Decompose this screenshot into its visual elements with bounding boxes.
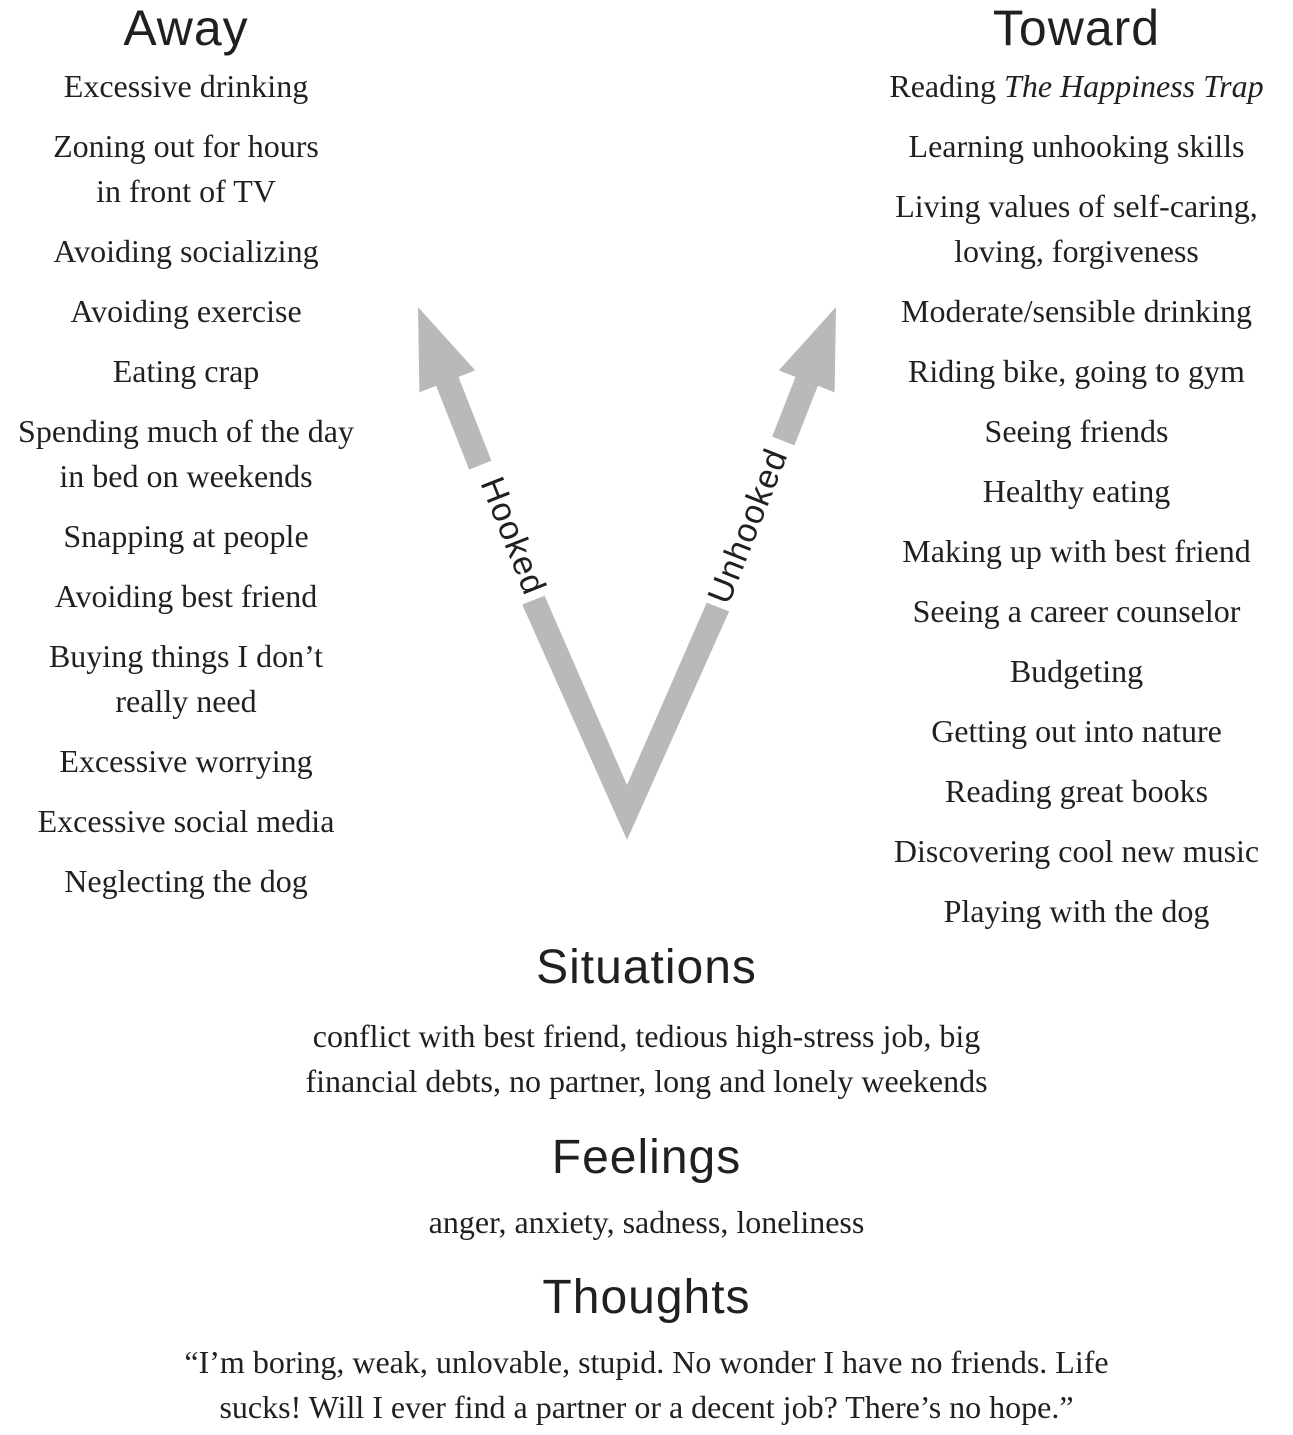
left-arrowhead-icon xyxy=(418,307,476,393)
feelings-text: anger, anxiety, sadness, loneliness xyxy=(428,1204,865,1240)
list-item: Excessive worrying xyxy=(59,743,313,779)
list-item: Riding bike, going to gym xyxy=(908,353,1245,389)
list-item: Healthy eating xyxy=(982,473,1171,509)
thoughts-text: “I’m boring, weak, unlovable, stupid. No… xyxy=(184,1344,1109,1425)
feelings-heading: Feelings xyxy=(551,1131,742,1184)
hooked-label: Hooked xyxy=(473,472,554,601)
toward-column: Toward Reading The Happiness Trap Learni… xyxy=(860,0,1293,949)
list-item: Excessive social media xyxy=(37,803,335,839)
list-item: Neglecting the dog xyxy=(64,863,308,899)
list-item: Eating crap xyxy=(112,353,260,389)
v-arrow-bottom xyxy=(522,595,730,840)
list-item: Avoiding socializing xyxy=(53,233,319,269)
away-heading: Away xyxy=(123,0,249,56)
list-item: Playing with the dog xyxy=(943,893,1210,929)
list-item: Moderate/sensible drinking xyxy=(900,293,1253,329)
thoughts-heading: Thoughts xyxy=(542,1271,751,1324)
list-item: Living values of self-caring,loving, for… xyxy=(895,188,1258,269)
list-item: Making up with best friend xyxy=(902,533,1251,569)
away-column: Away Excessive drinking Zoning out for h… xyxy=(0,0,372,919)
situations-heading: Situations xyxy=(536,941,757,994)
reading-prefix: Reading xyxy=(889,68,1005,104)
list-item: Avoiding exercise xyxy=(70,293,302,329)
list-item: Learning unhooking skills xyxy=(908,128,1245,164)
toward-heading: Toward xyxy=(992,0,1161,56)
list-item: Budgeting xyxy=(1009,653,1144,689)
unhooked-label: Unhooked xyxy=(700,443,795,609)
list-item: Snapping at people xyxy=(63,518,309,554)
list-item: Getting out into nature xyxy=(931,713,1222,749)
right-arrowhead-icon xyxy=(778,307,836,393)
hooked-arm-shaft xyxy=(434,372,492,470)
list-item: Discovering cool new music xyxy=(893,833,1260,869)
list-item: Excessive drinking xyxy=(63,68,309,104)
list-item: Avoiding best friend xyxy=(54,578,318,614)
list-item: Reading The Happiness Trap xyxy=(860,64,1293,109)
list-item: Seeing a career counselor xyxy=(912,593,1241,629)
unhooked-arm-shaft xyxy=(772,372,820,446)
list-item: Seeing friends xyxy=(984,413,1169,449)
list-item: Reading great books xyxy=(944,773,1209,809)
situations-text: conflict with best friend, tedious high-… xyxy=(305,1018,988,1099)
book-title: The Happiness Trap xyxy=(1004,68,1264,104)
